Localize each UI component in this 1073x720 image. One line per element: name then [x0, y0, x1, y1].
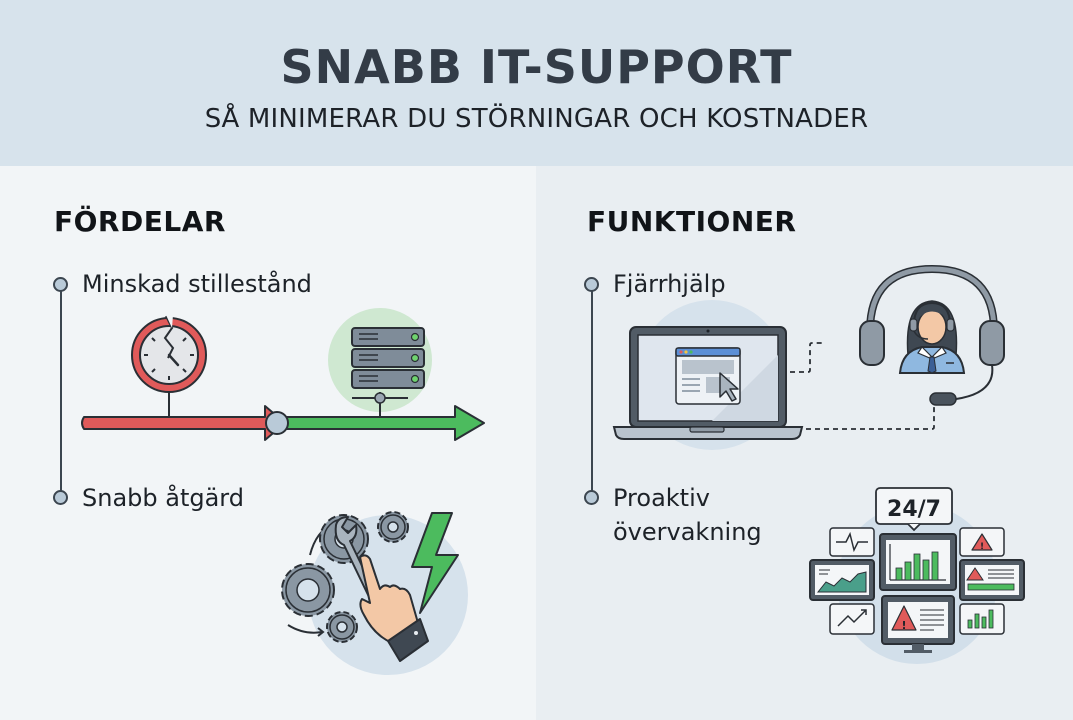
monitoring-dashboard-illustration: 24/7 !: [809, 487, 1025, 664]
gear-icon: [326, 611, 358, 643]
feature-label-remote-help: Fjärrhjälp: [613, 270, 726, 298]
page-subtitle: SÅ MINIMERAR DU STÖRNINGAR OCH KOSTNADER: [204, 104, 869, 134]
warning-panel-icon: !: [959, 527, 1005, 557]
svg-text:!: !: [901, 619, 906, 632]
feature-label-proactive: Proaktiv: [613, 484, 710, 512]
benefit-label-downtime: Minskad stillestånd: [82, 270, 312, 298]
bullet-icon: [584, 277, 599, 292]
svg-text:!: !: [980, 542, 984, 552]
support-agent-headset-icon: [859, 264, 1005, 406]
broken-clock-icon: [131, 315, 207, 393]
gear-icon: [377, 511, 409, 543]
benefits-heading: FÖRDELAR: [54, 205, 226, 238]
alert-monitor-icon: !: [881, 595, 955, 653]
pointing-hand-icon: [359, 554, 429, 662]
bullet-icon: [53, 277, 68, 292]
heartbeat-panel-icon: [829, 527, 875, 557]
alert-progress-monitor-icon: [959, 559, 1025, 601]
remote-help-illustration: [612, 264, 1005, 450]
laptop-icon: [612, 326, 804, 440]
feature-label-monitoring: övervakning: [613, 518, 762, 546]
server-rack-icon: [351, 327, 425, 417]
mini-bar-chart-icon: [959, 603, 1005, 635]
quick-fix-illustration: [281, 511, 468, 675]
area-chart-monitor-icon: [809, 559, 875, 601]
page-title: SNABB IT-SUPPORT: [280, 40, 793, 94]
bar-chart-monitor-icon: [879, 533, 957, 591]
gear-icon: [281, 563, 335, 617]
downtime-timeline-illustration: [81, 308, 485, 441]
features-timeline-line: [591, 290, 593, 496]
benefits-timeline-line: [60, 290, 62, 496]
timeline-node-icon: [265, 411, 289, 435]
badge-24-7-text: 24/7: [887, 497, 941, 522]
bullet-icon: [53, 490, 68, 505]
bullet-icon: [584, 490, 599, 505]
lightning-bolt-icon: [411, 512, 459, 614]
cursor-icon: [719, 372, 739, 402]
badge-24-7: 24/7: [875, 487, 953, 532]
features-heading: FUNKTIONER: [587, 205, 797, 238]
header-banner: SNABB IT-SUPPORT SÅ MINIMERAR DU STÖRNIN…: [0, 0, 1073, 166]
trend-panel-icon: [829, 603, 875, 635]
benefit-label-quick-fix: Snabb åtgärd: [82, 484, 244, 512]
